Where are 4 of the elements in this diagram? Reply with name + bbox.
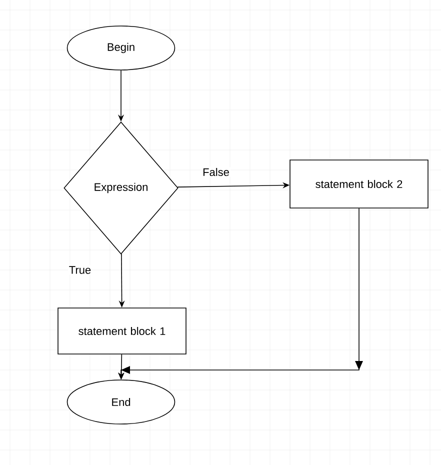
process-box: statement block 2 xyxy=(290,160,428,208)
edge-label: True xyxy=(69,266,91,274)
process-box: statement block 1 xyxy=(58,308,186,354)
edge-label: False xyxy=(203,168,229,176)
